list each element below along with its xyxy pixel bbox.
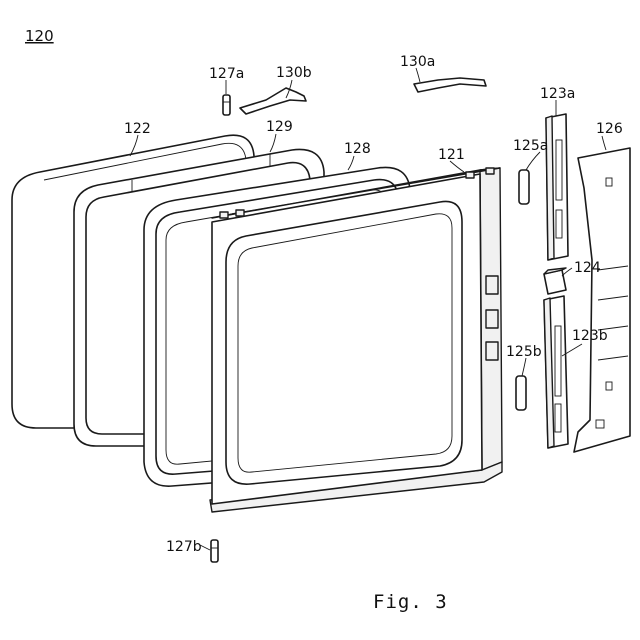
assembly-reference-label: 120 (25, 27, 54, 45)
label-123a: 123a (540, 86, 575, 102)
figure-caption: Fig. 3 (373, 591, 448, 613)
part-127a-pin (223, 95, 230, 115)
part-121-door-frame (210, 168, 502, 512)
label-130b: 130b (276, 65, 312, 81)
label-127a: 127a (209, 66, 244, 82)
label-128: 128 (344, 141, 371, 157)
label-124: 124 (574, 260, 601, 276)
part-125b-roller (516, 376, 526, 410)
part-125a-roller (519, 170, 529, 204)
label-123b: 123b (572, 328, 608, 344)
label-121: 121 (438, 147, 465, 163)
part-130b-bracket (240, 88, 306, 114)
part-126-side-cover (574, 148, 630, 452)
label-129: 129 (266, 119, 293, 135)
part-123a-upper-rail (546, 114, 568, 260)
label-126: 126 (596, 121, 623, 137)
label-125a: 125a (513, 138, 548, 154)
part-124-connector (544, 268, 566, 294)
part-123b-lower-rail (544, 296, 568, 448)
label-125b: 125b (506, 344, 542, 360)
label-122: 122 (124, 121, 151, 137)
label-130a: 130a (400, 54, 435, 70)
part-130a-bracket (414, 78, 486, 92)
label-127b: 127b (166, 539, 202, 555)
part-127b-pin (211, 540, 218, 562)
